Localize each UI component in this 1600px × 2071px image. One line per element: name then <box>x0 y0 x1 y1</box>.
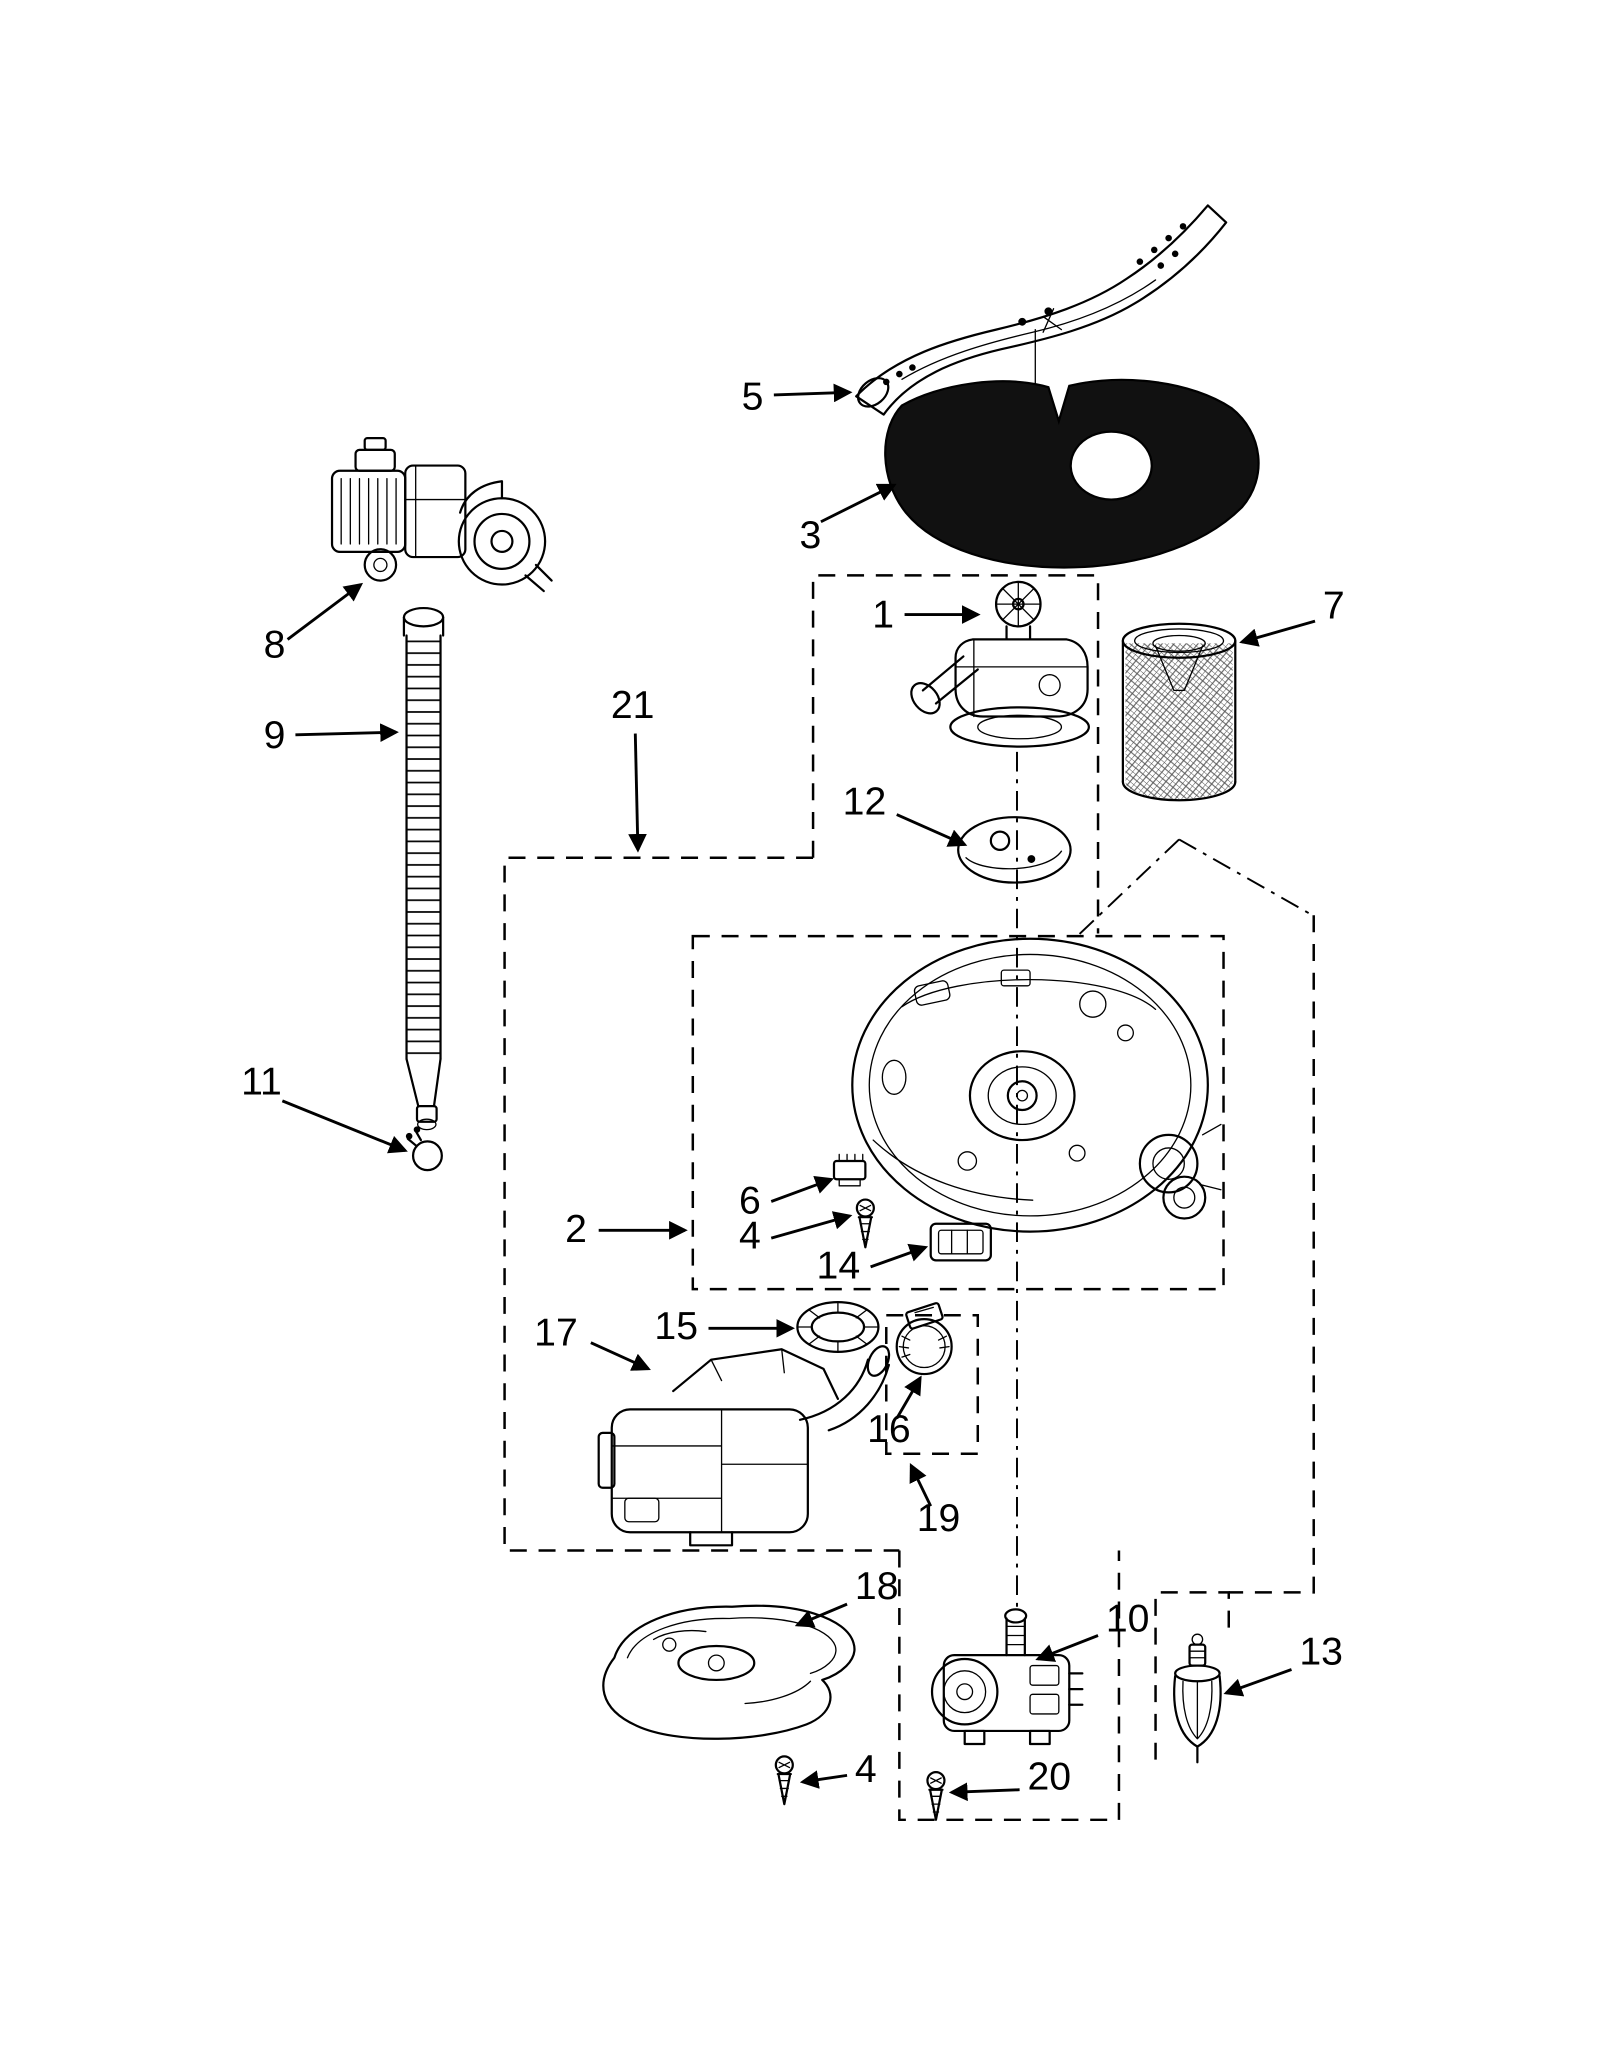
part-12-seal-disc <box>957 816 1072 884</box>
callout-12-label: 12 <box>843 781 887 824</box>
callout-2: 2 <box>565 1208 688 1251</box>
center-axis-line <box>1016 328 1313 1611</box>
callout-17-label: 17 <box>534 1311 578 1354</box>
part-11-hose-clamp-ring <box>405 1126 443 1172</box>
callout-16-label: 16 <box>867 1408 911 1451</box>
callout-5: 5 <box>742 375 853 418</box>
part-8-drain-pump <box>330 437 553 593</box>
callout-9-label: 9 <box>264 714 286 757</box>
callout-15-label: 15 <box>654 1305 698 1348</box>
group-box-21 <box>503 856 1315 1594</box>
part-18-float-tray <box>602 1604 856 1740</box>
part-3-seal-plate <box>884 378 1260 569</box>
callout-2-label: 2 <box>565 1208 587 1251</box>
callout-12: 12 <box>843 781 968 847</box>
group-box-diverter <box>898 1550 1121 1822</box>
part-7-filter-cup <box>1121 622 1237 802</box>
callout-13-label: 13 <box>1299 1630 1343 1673</box>
part-14-connector <box>929 1222 992 1262</box>
part-4-screw-upper <box>855 1198 875 1249</box>
callout-6-label: 6 <box>739 1179 761 1222</box>
callout-20-label: 20 <box>1027 1756 1071 1799</box>
callout-11-label: 11 <box>241 1060 282 1103</box>
group-box-13 <box>1154 1591 1230 1760</box>
callout-8: 8 <box>264 582 364 667</box>
callout-18: 18 <box>794 1565 899 1628</box>
callout-6: 6 <box>739 1176 835 1222</box>
callout-19-label: 19 <box>917 1497 961 1540</box>
callout-9: 9 <box>264 714 399 757</box>
callout-4-lower-label: 4 <box>855 1748 877 1791</box>
part-9-drain-hose <box>402 606 445 1131</box>
callout-4-upper-label: 4 <box>739 1215 761 1258</box>
callout-7-label: 7 <box>1323 585 1345 628</box>
group-box-sump <box>691 934 1225 1291</box>
callout-19: 19 <box>909 1463 961 1540</box>
callout-1: 1 <box>872 594 981 637</box>
callout-3: 3 <box>800 483 897 557</box>
part-5-feed-tube <box>855 204 1228 416</box>
callout-18-label: 18 <box>855 1565 899 1608</box>
callout-11: 11 <box>241 1060 408 1154</box>
callout-10-label: 10 <box>1106 1598 1150 1641</box>
callout-17: 17 <box>534 1311 651 1371</box>
part-16-hose-clamp <box>895 1302 953 1376</box>
callout-4-upper: 4 <box>739 1211 853 1258</box>
callout-1-label: 1 <box>872 594 894 637</box>
part-4-screw-lower <box>774 1755 794 1806</box>
callout-15: 15 <box>654 1305 795 1348</box>
callout-10: 10 <box>1035 1598 1150 1662</box>
callout-14-label: 14 <box>817 1245 861 1288</box>
callout-13: 13 <box>1223 1630 1343 1697</box>
part-17-wash-pump-motor <box>597 1345 891 1547</box>
callout-7: 7 <box>1239 585 1345 647</box>
callout-3-label: 3 <box>800 514 822 557</box>
callout-8-label: 8 <box>264 624 286 667</box>
group-box-pump-assembly <box>811 574 1100 934</box>
callout-5-label: 5 <box>742 375 764 418</box>
callout-16: 16 <box>867 1375 922 1451</box>
callout-14: 14 <box>817 1243 929 1288</box>
part-10-diverter-motor <box>930 1608 1084 1746</box>
part-6-clip <box>832 1153 867 1187</box>
callout-20: 20 <box>948 1756 1071 1802</box>
callout-21-label: 21 <box>611 684 655 727</box>
part-20-screw <box>926 1770 946 1821</box>
group-box-19 <box>885 1313 980 1456</box>
callout-21: 21 <box>611 684 655 853</box>
part-1-pump-outlet-assembly <box>910 580 1090 748</box>
part-2-sump-assembly <box>851 937 1222 1233</box>
part-15-seal <box>796 1301 880 1353</box>
part-13-check-valve <box>1173 1633 1222 1764</box>
callout-4-lower: 4 <box>799 1748 877 1791</box>
